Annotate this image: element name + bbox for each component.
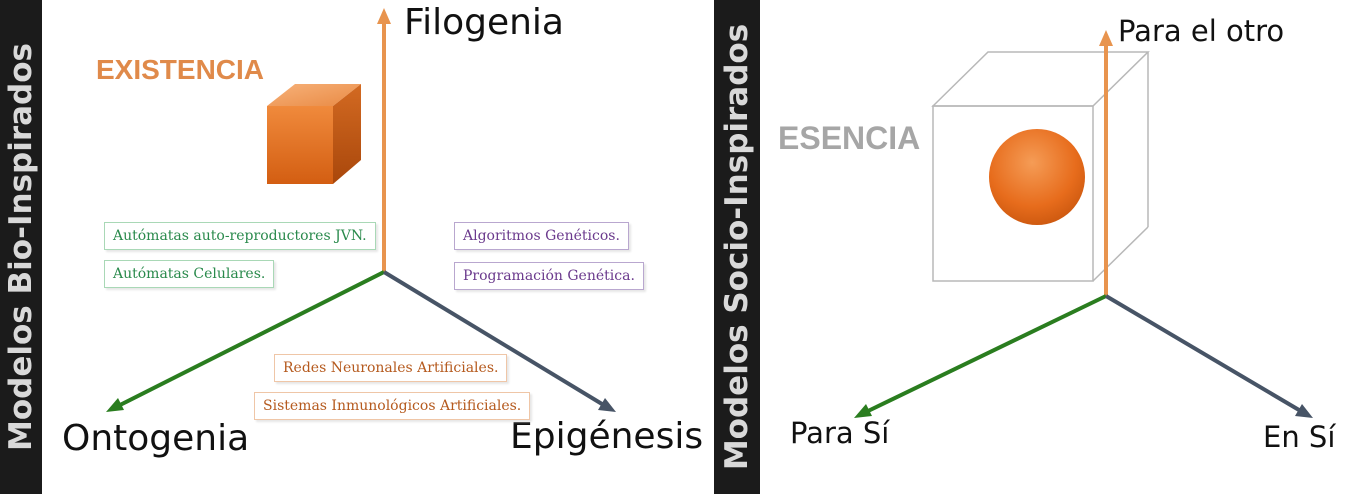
- epigenesis-axis: [382, 270, 616, 412]
- esencia-sphere: [989, 129, 1085, 225]
- esencia-label: ESENCIA: [778, 120, 921, 156]
- tag-programacion-genetica: Programación Genética.: [454, 262, 644, 290]
- para-el-otro-label: Para el otro: [1118, 14, 1285, 48]
- en-si-axis: [1104, 294, 1313, 418]
- left-side-band: Modelos Bio-Inspirados: [0, 0, 42, 494]
- existencia-label: EXISTENCIA: [96, 54, 265, 85]
- ontogenia-axis: [106, 270, 385, 412]
- tag-algoritmos-geneticos: Algoritmos Genéticos.: [454, 222, 629, 250]
- en-si-label: En Sí: [1263, 420, 1336, 454]
- tag-redes-neuronales: Redes Neuronales Artificiales.: [274, 354, 508, 382]
- ontogenia-label: Ontogenia: [62, 418, 250, 459]
- existencia-cube: [267, 84, 361, 184]
- tag-automatas-jvn: Autómatas auto-reproductores JVN.: [104, 222, 376, 250]
- filogenia-label: Filogenia: [404, 2, 564, 43]
- right-side-band: Modelos Socio-Inspirados: [714, 0, 760, 494]
- para-si-label: Para Sí: [790, 416, 890, 450]
- epigenesis-label: Epigénesis: [510, 416, 704, 457]
- tag-automatas-celulares: Autómatas Celulares.: [104, 260, 275, 288]
- esencia-box: [931, 51, 1150, 282]
- para-el-otro-axis: [1099, 30, 1113, 296]
- filogenia-axis: [377, 8, 391, 272]
- para-si-axis: [854, 294, 1107, 418]
- tag-sistemas-inmunologicos: Sistemas Inmunológicos Artificiales.: [254, 392, 531, 420]
